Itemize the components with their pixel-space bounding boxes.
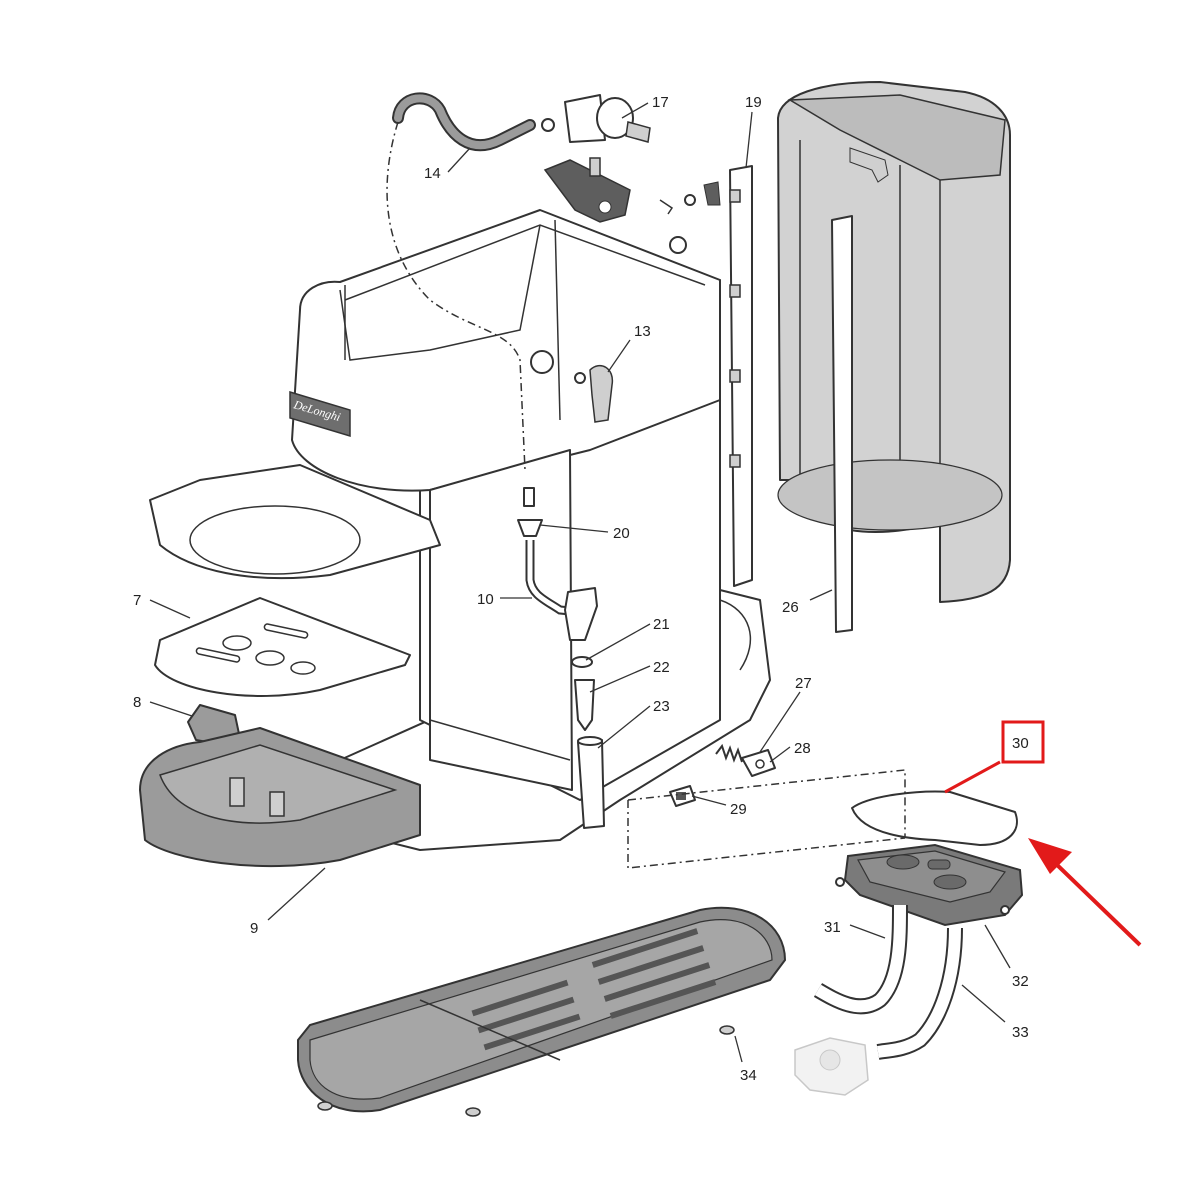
part-30-gasket bbox=[627, 769, 1018, 869]
label-30: 30 bbox=[1012, 735, 1029, 752]
leader-lines bbox=[149, 102, 1011, 1063]
label-13: 13 bbox=[634, 323, 651, 340]
machine-body: DeLonghi bbox=[289, 209, 771, 851]
base-plate bbox=[297, 906, 787, 1113]
label-7: 7 bbox=[133, 592, 141, 609]
label-10: 10 bbox=[477, 591, 494, 608]
label-29: 29 bbox=[730, 801, 747, 818]
highlight-annotation bbox=[944, 720, 1142, 947]
label-8: 8 bbox=[133, 694, 141, 711]
label-14: 14 bbox=[424, 165, 441, 182]
highlight-leader bbox=[944, 760, 1001, 794]
part-29-switch bbox=[669, 785, 696, 807]
part-31-tube bbox=[813, 904, 908, 1015]
label-21: 21 bbox=[653, 616, 670, 633]
part-27-spring bbox=[715, 743, 743, 763]
part-22-nozzle bbox=[574, 679, 595, 731]
label-20: 20 bbox=[613, 525, 630, 542]
part-33-tube bbox=[876, 927, 963, 1060]
part-23-tube bbox=[577, 736, 605, 829]
part-labels: 14 17 19 13 20 10 21 22 23 7 8 9 26 27 2… bbox=[133, 94, 1029, 1084]
label-26: 26 bbox=[782, 599, 799, 616]
part-19-side-strip bbox=[729, 165, 753, 587]
label-22: 22 bbox=[653, 659, 670, 676]
tray-frame bbox=[149, 464, 441, 580]
part-28-clip bbox=[741, 749, 776, 777]
red-arrow-icon bbox=[1028, 838, 1142, 947]
label-17: 17 bbox=[652, 94, 669, 111]
label-33: 33 bbox=[1012, 1024, 1029, 1041]
label-31: 31 bbox=[824, 919, 841, 936]
part-34-screws bbox=[317, 1025, 735, 1117]
label-23: 23 bbox=[653, 698, 670, 715]
label-32: 32 bbox=[1012, 973, 1029, 990]
part-7-cup-grid bbox=[154, 597, 411, 697]
label-34: 34 bbox=[740, 1067, 757, 1084]
part-13-knob bbox=[574, 364, 614, 423]
part-17-steam-valve bbox=[541, 94, 651, 143]
part-26-water-tank bbox=[777, 81, 1011, 633]
valve-bracket bbox=[543, 157, 631, 223]
label-28: 28 bbox=[794, 740, 811, 757]
highlight-box bbox=[1001, 720, 1045, 764]
label-19: 19 bbox=[745, 94, 762, 111]
label-9: 9 bbox=[250, 920, 258, 937]
part-9-drip-tray bbox=[139, 727, 421, 868]
part-20-10-steam-wand bbox=[517, 487, 598, 641]
label-27: 27 bbox=[795, 675, 812, 692]
faded-valve bbox=[794, 1037, 869, 1096]
part-14-hose bbox=[386, 92, 536, 471]
part-32-plate bbox=[835, 843, 1024, 927]
